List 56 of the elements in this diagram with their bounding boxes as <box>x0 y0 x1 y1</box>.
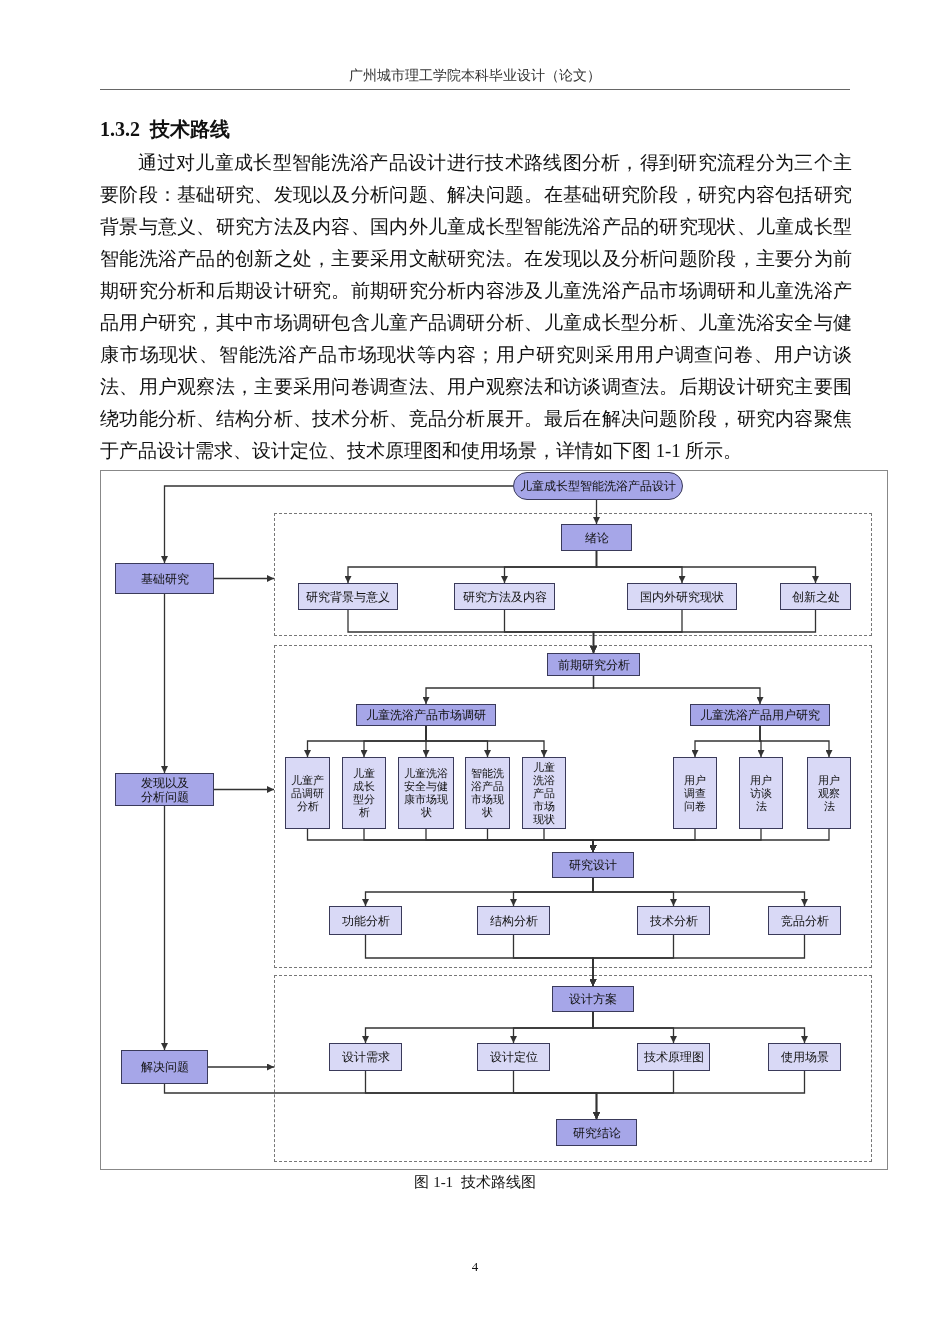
arrow <box>213 786 275 793</box>
process-box: 国内外研究现状 <box>627 583 737 610</box>
process-box: 智能洗浴产品市场现状 <box>465 757 510 829</box>
process-box: 技术原理图 <box>637 1043 710 1071</box>
process-box: 技术分析 <box>637 906 710 935</box>
arrow <box>161 593 168 774</box>
process-box: 功能分析 <box>329 906 402 935</box>
process-box: 设计定位 <box>477 1043 550 1071</box>
process-box: 儿童成长型分析 <box>342 757 386 829</box>
process-box: 儿童洗浴安全与健康市场现状 <box>398 757 454 829</box>
arrow <box>163 1083 600 1120</box>
process-box: 竞品分析 <box>768 906 841 935</box>
arrow <box>161 485 514 564</box>
arrow <box>213 575 275 582</box>
process-box: 研究方法及内容 <box>454 583 555 610</box>
process-box: 儿童产品调研分析 <box>285 757 330 829</box>
process-box: 发现以及分析问题 <box>115 773 214 806</box>
arrow <box>592 877 808 907</box>
arrow <box>595 550 819 584</box>
process-box: 创新之处 <box>780 583 851 610</box>
arrow <box>590 609 817 654</box>
arrow <box>589 934 806 987</box>
dashed-frame <box>274 645 872 968</box>
process-box: 设计需求 <box>329 1043 402 1071</box>
arrow <box>593 499 600 525</box>
process-box: 设计方案 <box>552 986 634 1012</box>
process-box: 绪论 <box>561 524 632 551</box>
process-box: 解决问题 <box>121 1050 208 1084</box>
dashed-frame <box>274 975 872 1162</box>
page-number: 4 <box>470 1259 480 1275</box>
process-box: 前期研究分析 <box>547 653 640 676</box>
process-box: 儿童洗浴产品用户研究 <box>690 704 830 726</box>
process-box: 用户观察法 <box>807 757 851 829</box>
process-box: 研究背景与意义 <box>298 583 398 610</box>
process-box: 儿童洗浴产品市场调研 <box>356 704 496 726</box>
process-box: 结构分析 <box>477 906 550 935</box>
page-header: 广州城市理工学院本科毕业设计（论文） <box>348 67 602 85</box>
arrow <box>759 725 833 758</box>
process-box: 用户访谈法 <box>739 757 783 829</box>
arrow <box>592 675 764 705</box>
process-box: 基础研究 <box>115 563 214 594</box>
arrow <box>207 1063 275 1071</box>
arrow <box>592 1011 808 1044</box>
process-box: 研究设计 <box>552 852 634 878</box>
rounded-box: 儿童成长型智能洗浴产品设计 <box>513 472 683 500</box>
dashed-frame <box>274 513 872 636</box>
arrow <box>425 725 548 758</box>
arrow <box>589 828 830 853</box>
process-box: 儿童洗浴产品市场现状 <box>522 757 566 829</box>
section-heading: 1.3.2 技术路线 <box>100 117 230 142</box>
process-box: 使用场景 <box>768 1043 841 1071</box>
figure-caption: 图 1-1 技术路线图 <box>413 1173 537 1192</box>
body-paragraph: 通过对儿童成长型智能洗浴产品设计进行技术路线图分析，得到研究流程分为三个主要阶段：基础研究、发现以及分析问题、解决问题。在基础研究阶段，研究内容包括研究背景与意义、研究方法及内容、国内外儿童成长型智能洗浴产品的研究现状、儿童成长型智能洗浴产品的创新之处，主要采用文献研究法。在发现以及分析问题阶段，主要分为前期研究分析和后期设计研究。前期研究分析内容涉及儿童洗浴产品市场调研和儿童洗浴产品用户研究，其中市场调研包含儿童产品调研分析、儿童成长型分析、儿童洗浴安全与健康市场现状、智能洗浴产品市场现状等内容；用户研究则采用用户调查问卷、用户访谈法、用户观察法，主要采用问卷调查法、用户观察法和访谈调查法。后期设计研究主要围绕功能分析、结构分析、技术分析、竞品分析展开。最后在解决问题阶段，研究内容聚焦于产品设计需求、设计定位、技术原理图和使用场景，详情如下图 1-1 所示。 <box>100 151 852 463</box>
process-box: 用户调查问卷 <box>673 757 717 829</box>
arrow <box>161 805 168 1051</box>
process-box: 研究结论 <box>556 1119 637 1146</box>
